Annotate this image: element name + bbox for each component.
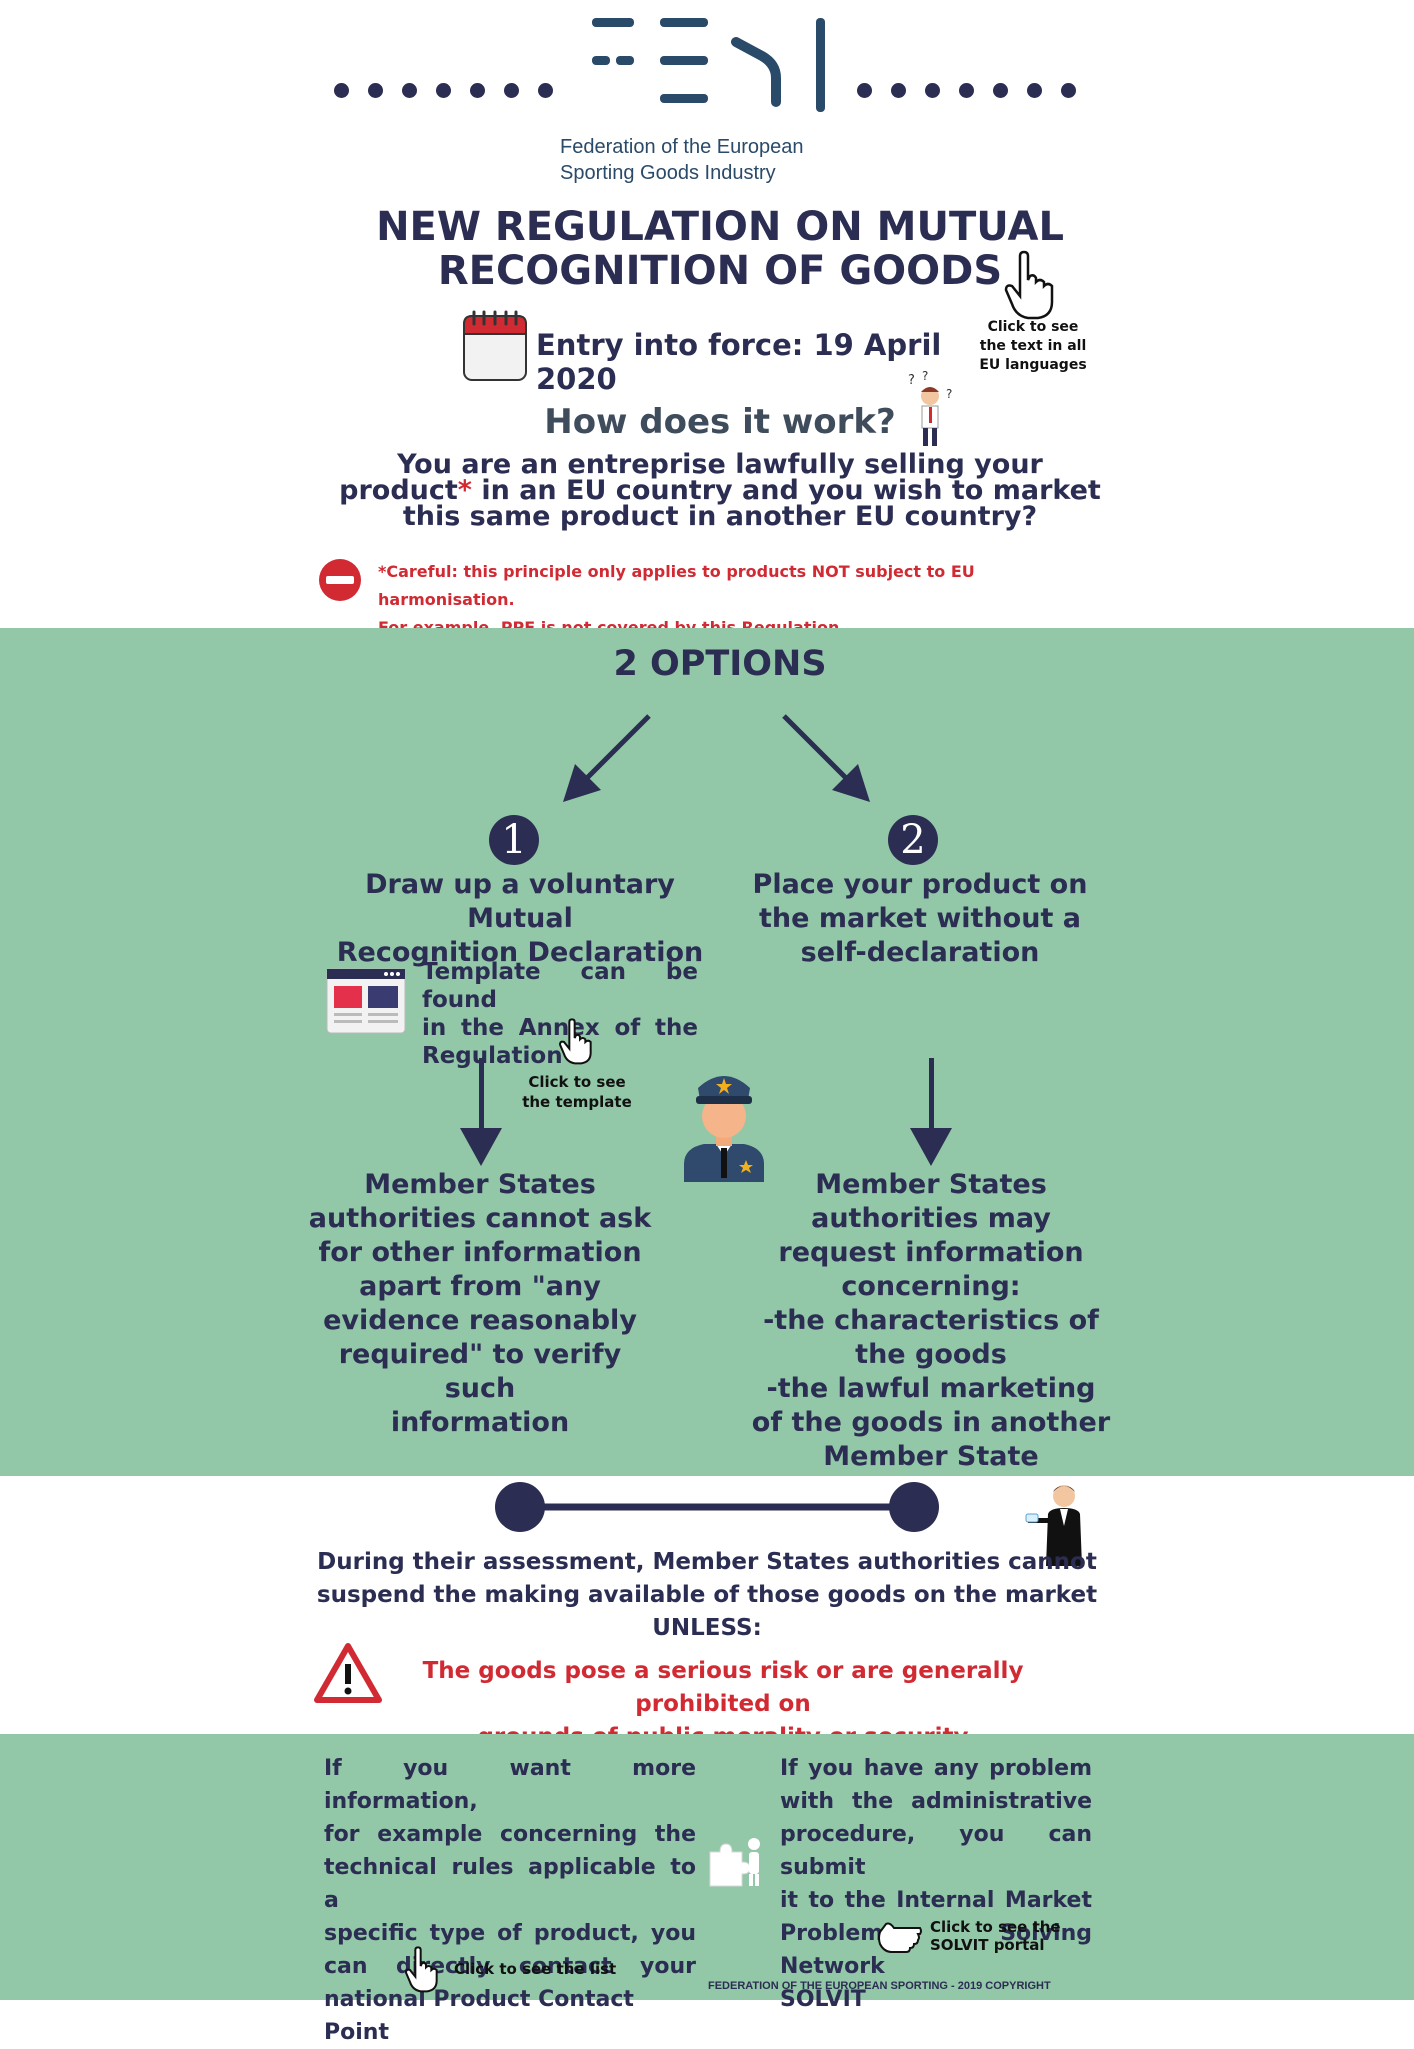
option-1-number: 1 [489,815,539,865]
contact-point-text: If you want more information, for exampl… [324,1756,696,2045]
assessment-text: During their assessment, Member States a… [316,1549,1098,1641]
hand-pointer-icon[interactable] [1000,250,1060,322]
click-list-link[interactable]: Click to see the list [454,1960,617,1978]
option-1-title: Draw up a voluntary Mutual Recognition D… [336,869,704,968]
entry-into-force: Entry into force: 19 April 2020 [536,328,942,396]
police-officer-icon [684,1076,764,1182]
option-2-number: 2 [888,815,938,865]
option-1-result: Member States authorities cannot ask for… [308,1169,652,1438]
hand-pointer-icon[interactable] [556,1018,596,1066]
option-2-title: Place your product on the market without… [752,869,1088,968]
no-entry-icon [319,559,361,601]
arrow-down-icon [910,1058,952,1166]
options-section [0,628,1414,1476]
hand-pointer-icon[interactable] [876,1918,922,1954]
click-languages-link[interactable]: Click to see the text in all EU language… [979,319,1087,373]
businessman-icon [1025,1485,1082,1566]
connector-line [495,1482,939,1532]
arrow-down-left-icon [563,714,651,802]
warning-triangle-icon [314,1643,382,1703]
click-template-link[interactable]: Click to see the template [522,1073,632,1111]
confused-person-icon: ? ? ? [908,370,952,446]
arrow-down-right-icon [782,714,870,802]
solvit-text: If you have any problem with the adminis… [780,1756,1092,2012]
page-title: NEW REGULATION ON MUTUAL RECOGNITION OF … [376,204,1064,294]
calendar-icon [463,310,527,381]
intro-question: You are an entreprise lawfully selling y… [339,449,1101,532]
org-name: Federation of the European Sporting Good… [560,136,804,184]
footer-section [0,1734,1414,2000]
copyright: FEDERATION OF THE EUROPEAN SPORTING - 20… [708,1980,1051,1992]
option-2-result: Member States authorities may request in… [751,1169,1111,1472]
options-title: 2 OPTIONS [613,644,827,684]
svg-text:?: ? [922,370,928,383]
arrow-down-icon [460,1058,502,1166]
template-text: Template can be found in the Annex of th… [422,959,698,1069]
svg-text:?: ? [946,387,952,401]
click-solvit-link[interactable]: Click to see the SOLVIT portal [930,1918,1061,1954]
hand-pointer-icon[interactable] [402,1946,442,1994]
puzzle-person-icon [709,1838,760,1887]
fesi-logo [592,18,825,112]
document-template-icon[interactable] [326,968,406,1034]
svg-text:?: ? [908,373,915,388]
how-title: How does it work? [544,402,896,442]
